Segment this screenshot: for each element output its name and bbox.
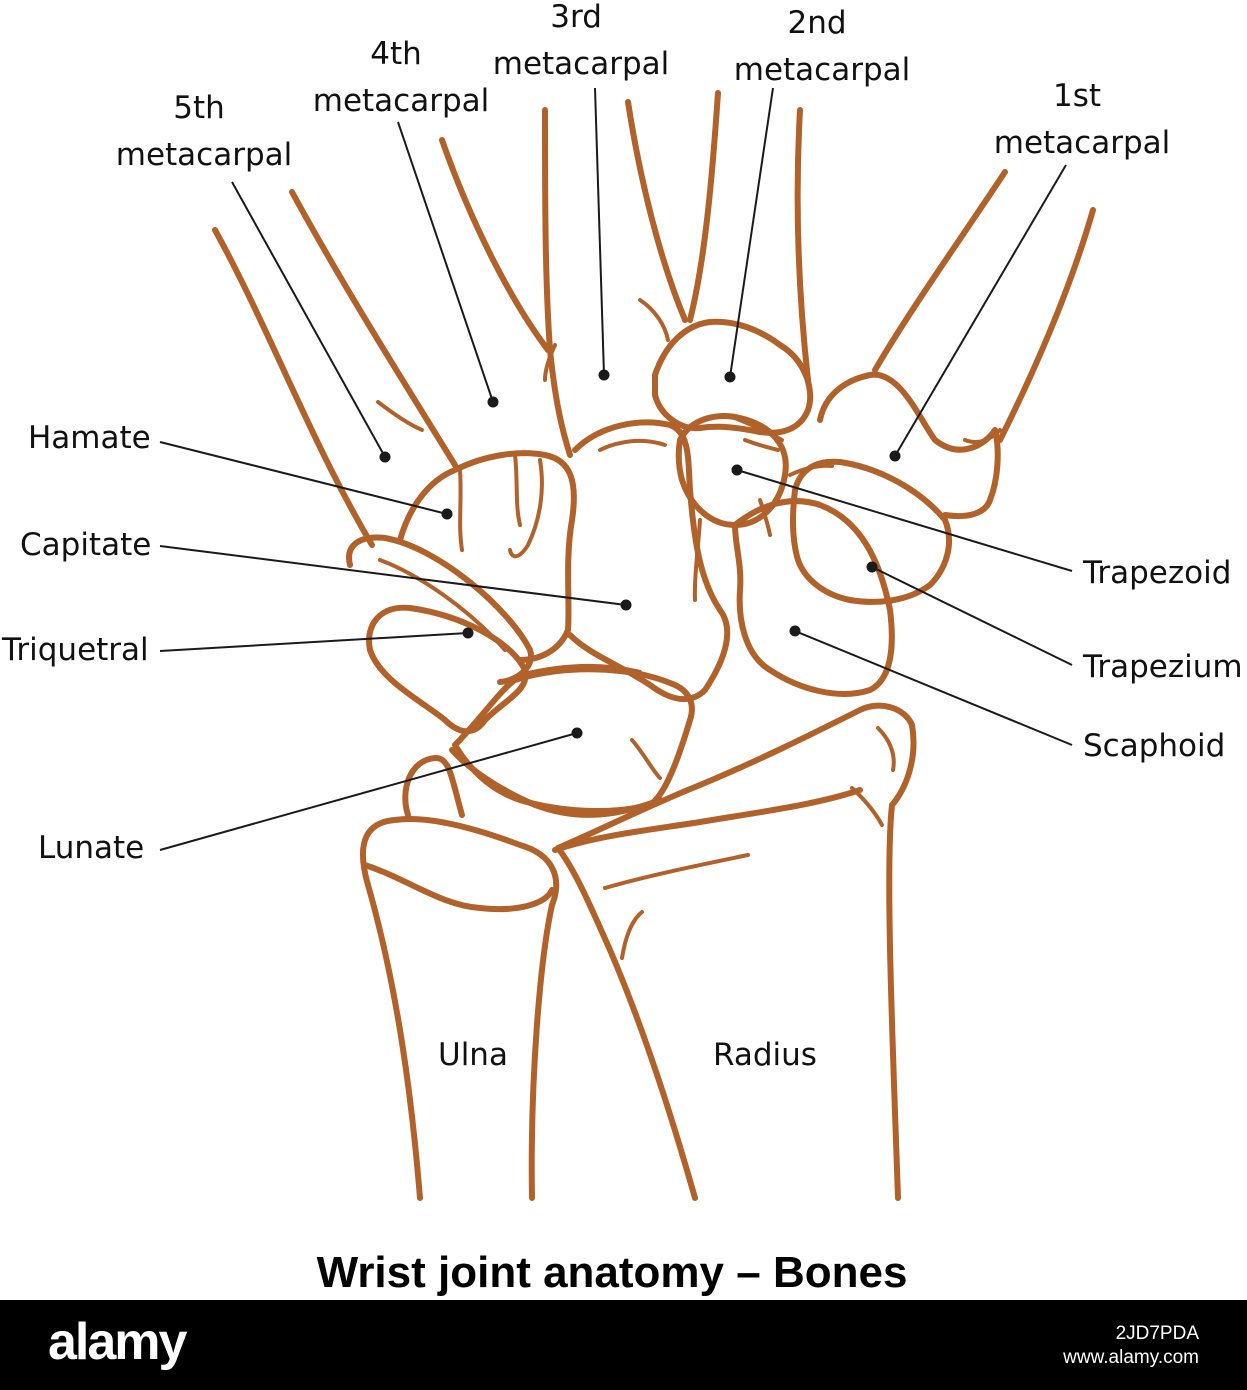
- label-ulna: Ulna: [438, 1037, 508, 1073]
- leader-lines: [159, 87, 1073, 851]
- label-trapezoid: Trapezoid: [1082, 555, 1231, 591]
- image-id: 2JD7PDA: [1115, 1323, 1199, 1344]
- label-hamate: Hamate: [28, 420, 151, 456]
- leader-4th-metacarpal: [397, 121, 494, 403]
- fourth-metacarpal-bone: [439, 137, 551, 353]
- label-scaphoid: Scaphoid: [1083, 728, 1225, 764]
- label-radius: Radius: [713, 1037, 817, 1073]
- label-2nd-metacarpal: 2nd metacarpal: [734, 5, 911, 88]
- trapezium-bone: [790, 458, 952, 605]
- second-metacarpal-bone: [687, 90, 721, 323]
- label-5th-metacarpal: 5th metacarpal: [116, 90, 293, 173]
- label-1st-metacarpal: 1st metacarpal: [994, 78, 1171, 161]
- label-3rd-metacarpal: 3rd metacarpal: [493, 0, 670, 82]
- label-4th-metacarpal: 4th metacarpal: [313, 36, 490, 119]
- third-metacarpal-bone: [542, 107, 573, 458]
- bone-drawing: [212, 90, 1096, 1201]
- brand-logo: alamy: [48, 1313, 187, 1371]
- leader-trapezoid: [736, 469, 1073, 572]
- hamate-bone: [397, 450, 577, 663]
- first-metacarpal-bone: [872, 169, 1008, 373]
- leader-trapezium: [871, 566, 1073, 666]
- watermark-footer: alamy 2JD7PDA www.alamy.com: [0, 1300, 1247, 1390]
- leader-2nd-metacarpal: [729, 87, 774, 378]
- leader-lunate: [159, 732, 578, 851]
- image-id-block: 2JD7PDA www.alamy.com: [1063, 1322, 1199, 1370]
- leader-3rd-metacarpal: [594, 87, 605, 376]
- labels: 5th metacarpal 4th metacarpal 3rd metaca…: [1, 0, 1243, 1297]
- label-lunate: Lunate: [38, 830, 144, 866]
- capitate-bone: [567, 419, 731, 703]
- fifth-metacarpal-bone: [212, 227, 375, 548]
- site-url: www.alamy.com: [1063, 1347, 1199, 1368]
- radius-bone: [555, 702, 917, 1201]
- scaphoid-bone: [732, 498, 895, 697]
- leader-capitate: [159, 545, 627, 606]
- diagram-title: Wrist joint anatomy – Bones: [317, 1248, 908, 1297]
- ulna-bone: [359, 816, 560, 1201]
- triquetral-bone: [366, 604, 529, 735]
- wrist-bones-diagram: 5th metacarpal 4th metacarpal 3rd metaca…: [1, 0, 1243, 1297]
- leader-hamate: [159, 441, 448, 515]
- leader-triquetral: [159, 632, 469, 652]
- leader-scaphoid: [794, 630, 1073, 746]
- label-capitate: Capitate: [20, 527, 151, 563]
- label-triquetral: Triquetral: [1, 632, 149, 668]
- leader-1st-metacarpal: [894, 164, 1067, 457]
- label-trapezium: Trapezium: [1082, 649, 1243, 685]
- leader-5th-metacarpal: [231, 181, 386, 458]
